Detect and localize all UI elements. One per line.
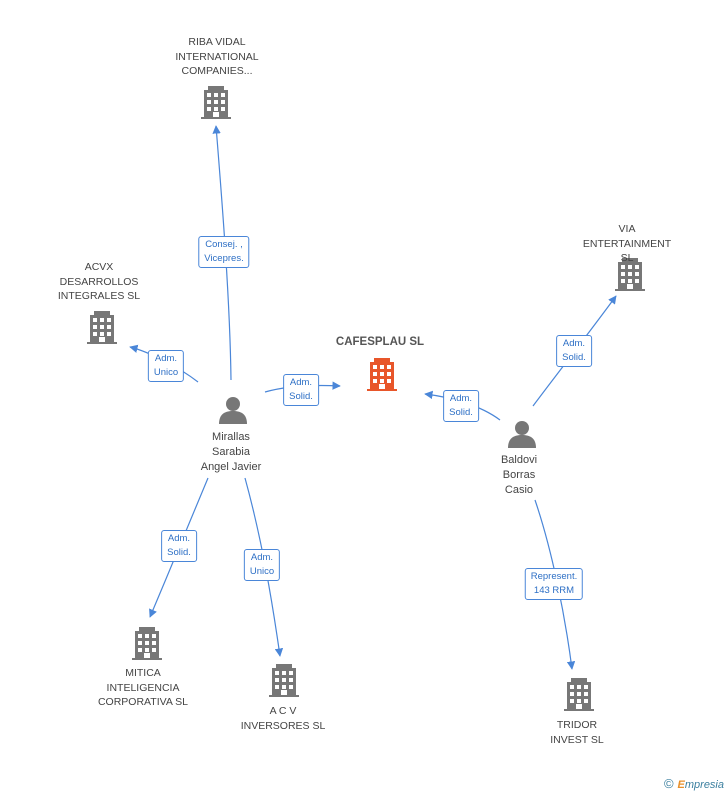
edge-label-consej: Consej. , Vicepres. [198,236,250,268]
person-label-miralles[interactable]: Mirallas Sarabia Angel Javier [200,431,262,473]
edge-label-adm-solid-via: Adm. Solid. [556,335,592,367]
building-icon[interactable] [269,664,299,697]
person-icon[interactable] [219,397,247,424]
brand-footer: ©Empresia [664,776,724,791]
company-label-acvx[interactable]: ACVX DESARROLLOS INTEGRALES SL [57,261,141,302]
company-label-cafesplau[interactable]: CAFESPLAU SL [335,336,425,348]
edge-label-adm-unico-acv: Adm. Unico [243,549,281,581]
person-label-baldovi[interactable]: Baldovi Borras Casio [500,454,538,496]
edge-label-represent: Represent. 143 RRM [524,568,584,600]
copyright-icon: © [663,776,674,791]
building-icon[interactable] [132,627,162,660]
company-label-via-entertainment[interactable]: VIA ENTERTAINMENT SL [582,223,672,264]
brand-initial: E [677,779,685,791]
building-icon[interactable] [201,86,231,119]
company-label-mitica[interactable]: MITICA INTELIGENCIA CORPORATIVA SL [97,667,189,708]
building-icon[interactable] [564,678,594,711]
company-label-acv-inversores[interactable]: A C V INVERSORES SL [240,705,326,732]
brand-name: mpresia [684,779,724,791]
company-label-riba-vidal[interactable]: RIBA VIDAL INTERNATIONAL COMPANIES... [175,36,259,77]
person-icon[interactable] [508,421,536,448]
edge-label-adm-solid-mitica: Adm. Solid. [161,530,197,562]
edge-label-adm-unico-acvx: Adm. Unico [147,350,185,382]
building-icon[interactable] [367,358,397,391]
building-icon[interactable] [87,311,117,344]
edge-label-adm-solid-center-left: Adm. Solid. [283,374,319,406]
company-label-tridor[interactable]: TRIDOR INVEST SL [550,719,604,746]
edge-label-adm-solid-center-right: Adm. Solid. [443,390,479,422]
